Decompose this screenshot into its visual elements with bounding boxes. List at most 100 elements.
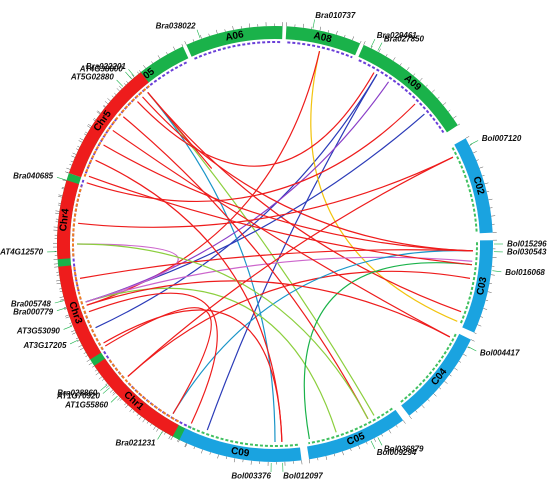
tick-mark bbox=[117, 397, 121, 401]
tick-mark bbox=[93, 118, 97, 120]
tick-mark bbox=[177, 439, 179, 442]
tick-mark bbox=[327, 30, 330, 33]
chromosome-label: Chr4 bbox=[58, 208, 72, 232]
tick-mark bbox=[98, 376, 103, 380]
chromosome-stripe bbox=[73, 266, 104, 351]
tick-mark bbox=[399, 63, 402, 66]
tick-mark bbox=[381, 434, 383, 437]
chromosome-stripe bbox=[107, 357, 180, 423]
gene-marker bbox=[128, 69, 135, 77]
tick-mark bbox=[415, 410, 418, 413]
tick-mark bbox=[61, 187, 65, 189]
tick-mark bbox=[184, 443, 187, 447]
chromosome-c03 bbox=[462, 240, 493, 333]
tick-mark bbox=[78, 140, 83, 143]
synteny-link bbox=[112, 129, 451, 338]
tick-mark bbox=[72, 332, 76, 335]
chromosome-c04 bbox=[401, 333, 471, 416]
tick-mark bbox=[124, 403, 127, 406]
tick-mark bbox=[79, 138, 84, 141]
tick-mark bbox=[166, 52, 168, 55]
tick-mark bbox=[395, 425, 398, 428]
tick-mark bbox=[413, 73, 416, 76]
tick-mark bbox=[371, 46, 373, 49]
tick-mark bbox=[83, 352, 87, 354]
tick-mark bbox=[448, 109, 451, 112]
tick-mark bbox=[102, 105, 106, 108]
tick-mark bbox=[488, 198, 493, 201]
synteny-link bbox=[95, 73, 378, 329]
gene-marker bbox=[56, 307, 66, 311]
tick-mark bbox=[143, 65, 146, 69]
tick-mark bbox=[216, 29, 218, 34]
tick-mark bbox=[463, 353, 467, 357]
gene-labels: Bra029461Bra027850Bol007120Bol015296Bol0… bbox=[0, 11, 547, 480]
gene-label: AT4G38600 bbox=[79, 64, 124, 73]
tick-mark bbox=[114, 92, 117, 95]
tick-mark bbox=[71, 155, 76, 158]
tick-mark bbox=[358, 445, 361, 450]
tick-mark bbox=[452, 115, 457, 119]
tick-mark bbox=[427, 399, 430, 402]
tick-mark bbox=[359, 40, 362, 44]
tick-mark bbox=[350, 448, 352, 451]
tick-mark bbox=[457, 123, 461, 126]
chromosome-label: C02 bbox=[470, 175, 486, 196]
gene-marker bbox=[370, 440, 376, 450]
tick-mark bbox=[402, 420, 406, 424]
tick-mark bbox=[170, 436, 173, 441]
chromosome-label: A08 bbox=[312, 30, 333, 45]
synteny-link bbox=[88, 175, 472, 266]
gene-marker bbox=[196, 29, 201, 39]
tick-mark bbox=[431, 89, 435, 93]
tick-mark bbox=[109, 389, 114, 393]
tick-mark bbox=[425, 84, 428, 87]
tick-mark bbox=[146, 421, 149, 424]
tick-mark bbox=[65, 171, 69, 174]
tick-mark bbox=[56, 280, 61, 282]
gene-label: Bol016068 bbox=[505, 268, 545, 277]
tick-mark bbox=[87, 123, 92, 127]
gene-label: Bra028860 bbox=[57, 389, 98, 398]
tick-mark bbox=[77, 145, 80, 148]
gene-label: AT1G70920 bbox=[56, 392, 101, 401]
tick-mark bbox=[336, 30, 338, 35]
chromosome-c02 bbox=[454, 138, 493, 234]
tick-mark bbox=[473, 151, 477, 154]
tick-mark bbox=[59, 288, 62, 290]
tick-mark bbox=[92, 119, 96, 122]
synteny-link bbox=[86, 103, 416, 203]
gene-marker bbox=[63, 325, 73, 330]
gene-marker bbox=[116, 79, 124, 87]
tick-mark bbox=[58, 194, 63, 196]
synteny-link bbox=[76, 243, 369, 420]
tick-mark bbox=[344, 34, 346, 38]
tick-mark bbox=[132, 410, 135, 413]
tick-mark bbox=[419, 77, 423, 82]
synteny-link bbox=[85, 287, 337, 433]
tick-mark bbox=[378, 48, 381, 53]
tick-mark bbox=[107, 98, 111, 102]
synteny-link bbox=[127, 270, 471, 377]
chromosome-stripe bbox=[187, 425, 298, 447]
gene-marker bbox=[157, 431, 163, 440]
tick-mark bbox=[437, 96, 440, 99]
tick-mark bbox=[112, 392, 116, 396]
tick-mark bbox=[477, 324, 482, 327]
synteny-link bbox=[127, 156, 454, 377]
gene-marker bbox=[56, 177, 66, 181]
tick-mark bbox=[224, 29, 226, 32]
tick-mark bbox=[178, 439, 180, 443]
tick-mark bbox=[78, 345, 83, 348]
tick-mark bbox=[131, 74, 135, 78]
tick-mark bbox=[442, 102, 447, 106]
tick-mark bbox=[111, 95, 114, 98]
synteny-link bbox=[147, 91, 276, 443]
gene-label: Bra010737 bbox=[315, 11, 356, 20]
tick-mark bbox=[232, 26, 234, 31]
synteny-link bbox=[303, 262, 472, 440]
tick-mark bbox=[480, 316, 483, 318]
tick-mark bbox=[66, 167, 71, 170]
tick-mark bbox=[96, 111, 101, 115]
chromosome-stripe bbox=[459, 242, 478, 325]
